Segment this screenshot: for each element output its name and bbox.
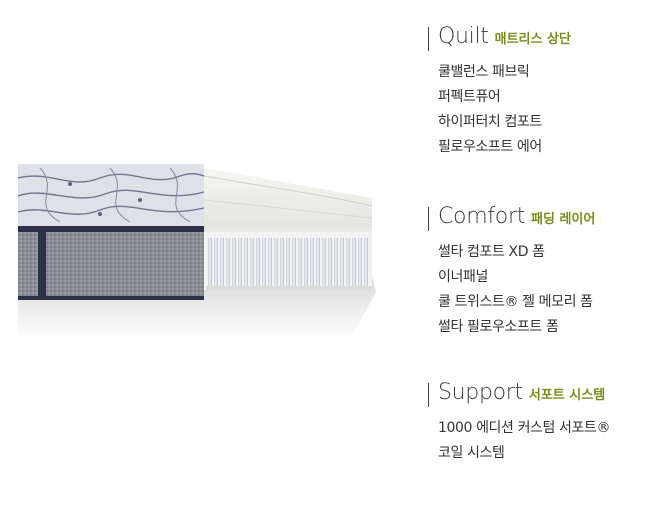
pocket-coil-support [204,232,372,290]
layer-title-ko: 서포트 시스템 [528,388,606,403]
layer-title-en: Quilt [438,24,489,49]
layer-title-ko: 매트리스 상단 [494,32,571,47]
list-item: 썰타 컴포트 XD 폼 [438,244,545,260]
quilt-layer-list: 쿨밸런스 패브릭 퍼펙트퓨어 하이퍼터치 컴포트 필로우소프트 에어 [438,60,650,160]
list-item: 필로우소프트 에어 [438,139,542,155]
list-item: 쿨 트위스트® 젤 메모리 폼 [438,294,593,310]
layer-title-en: Support [438,380,523,405]
list-item: 1000 에디션 커스텀 서포트® [438,420,611,436]
list-item: 코일 시스템 [438,445,505,461]
foam-comfort-layers [203,168,373,232]
comfort-layer-heading: Comfort 패딩 레이어 [428,204,650,234]
comfort-layer-section: Comfort 패딩 레이어 썰타 컴포트 XD 폼 이너패널 쿨 트위스트® … [428,204,650,340]
mattress-side-panel [18,232,204,300]
list-item: 썰타 필로우소프트 폼 [438,319,559,335]
support-layer-list: 1000 에디션 커스텀 서포트® 코일 시스템 [438,416,650,466]
divider-bar [428,207,429,231]
comfort-layer-list: 썰타 컴포트 XD 폼 이너패널 쿨 트위스트® 젤 메모리 폼 썰타 필로우소… [438,240,650,340]
divider-bar [428,27,429,51]
mattress-cutaway-illustration [17,164,376,340]
list-item: 쿨밸런스 패브릭 [438,64,530,80]
layer-title-en: Comfort [438,204,526,229]
quilt-layer-heading: Quilt 매트리스 상단 [428,24,650,54]
list-item: 퍼펙트퓨어 [438,89,501,105]
floor-shadow [18,276,376,340]
support-layer-heading: Support 서포트 시스템 [428,380,650,410]
quilt-layer-section: Quilt 매트리스 상단 쿨밸런스 패브릭 퍼펙트퓨어 하이퍼터치 컴포트 필… [428,24,650,160]
layer-title-ko: 패딩 레이어 [531,212,596,227]
quilt-top-panel [17,164,205,232]
support-layer-section: Support 서포트 시스템 1000 에디션 커스텀 서포트® 코일 시스템 [428,380,650,466]
divider-bar [428,383,429,407]
list-item: 이너패널 [438,269,488,285]
list-item: 하이퍼터치 컴포트 [438,114,542,130]
